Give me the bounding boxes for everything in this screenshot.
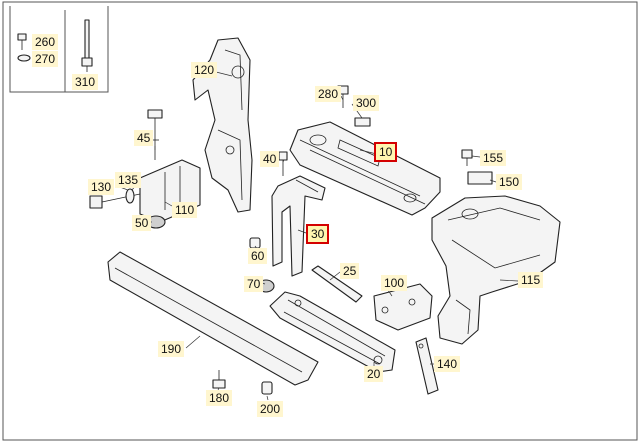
label-part-135[interactable]: 135 xyxy=(115,172,142,188)
upper-cross-member-10 xyxy=(289,121,441,216)
washer-135 xyxy=(125,188,135,204)
clip-300 xyxy=(354,117,371,127)
bolt-40 xyxy=(278,151,288,176)
label-part-310[interactable]: 310 xyxy=(72,74,99,90)
label-part-180[interactable]: 180 xyxy=(206,390,233,406)
label-part-110[interactable]: 110 xyxy=(172,202,198,218)
label-part-120[interactable]: 120 xyxy=(191,62,218,78)
bolt-310 xyxy=(81,19,93,72)
bracket-100 xyxy=(373,283,433,331)
label-part-155[interactable]: 155 xyxy=(480,150,507,166)
bolt-155 xyxy=(461,149,473,166)
label-part-30[interactable]: 30 xyxy=(306,224,330,244)
label-part-270[interactable]: 270 xyxy=(32,51,59,67)
label-part-200[interactable]: 200 xyxy=(257,401,284,417)
screw-180 xyxy=(212,370,226,389)
label-part-190[interactable]: 190 xyxy=(158,341,185,357)
label-part-130[interactable]: 130 xyxy=(88,179,115,195)
label-part-45[interactable]: 45 xyxy=(134,130,154,146)
label-part-260[interactable]: 260 xyxy=(32,34,59,50)
label-part-280[interactable]: 280 xyxy=(315,86,342,102)
bushing-200 xyxy=(261,381,273,395)
label-part-70[interactable]: 70 xyxy=(244,276,264,292)
rod-25 xyxy=(311,265,363,303)
label-part-100[interactable]: 100 xyxy=(381,275,408,291)
label-part-20[interactable]: 20 xyxy=(364,366,384,382)
washer-270 xyxy=(17,54,31,62)
bolt-45 xyxy=(147,109,163,160)
label-part-115[interactable]: 115 xyxy=(518,272,544,288)
center-support-30 xyxy=(271,175,326,277)
left-upper-bracket-120 xyxy=(192,37,253,213)
bracket-140 xyxy=(415,337,439,395)
label-part-150[interactable]: 150 xyxy=(496,174,523,190)
clip-150 xyxy=(467,171,493,185)
label-part-300[interactable]: 300 xyxy=(353,95,380,111)
label-part-50[interactable]: 50 xyxy=(132,215,152,231)
lower-cross-member-20 xyxy=(269,291,396,373)
label-part-25[interactable]: 25 xyxy=(340,263,360,279)
bumper-beam-190 xyxy=(107,251,319,386)
right-side-panel-115 xyxy=(431,195,561,345)
screw-260 xyxy=(17,33,27,50)
label-part-140[interactable]: 140 xyxy=(434,356,461,372)
label-part-10[interactable]: 10 xyxy=(374,142,398,162)
label-part-60[interactable]: 60 xyxy=(248,248,268,264)
label-part-40[interactable]: 40 xyxy=(260,151,280,167)
hardware-legend-box xyxy=(9,6,109,93)
